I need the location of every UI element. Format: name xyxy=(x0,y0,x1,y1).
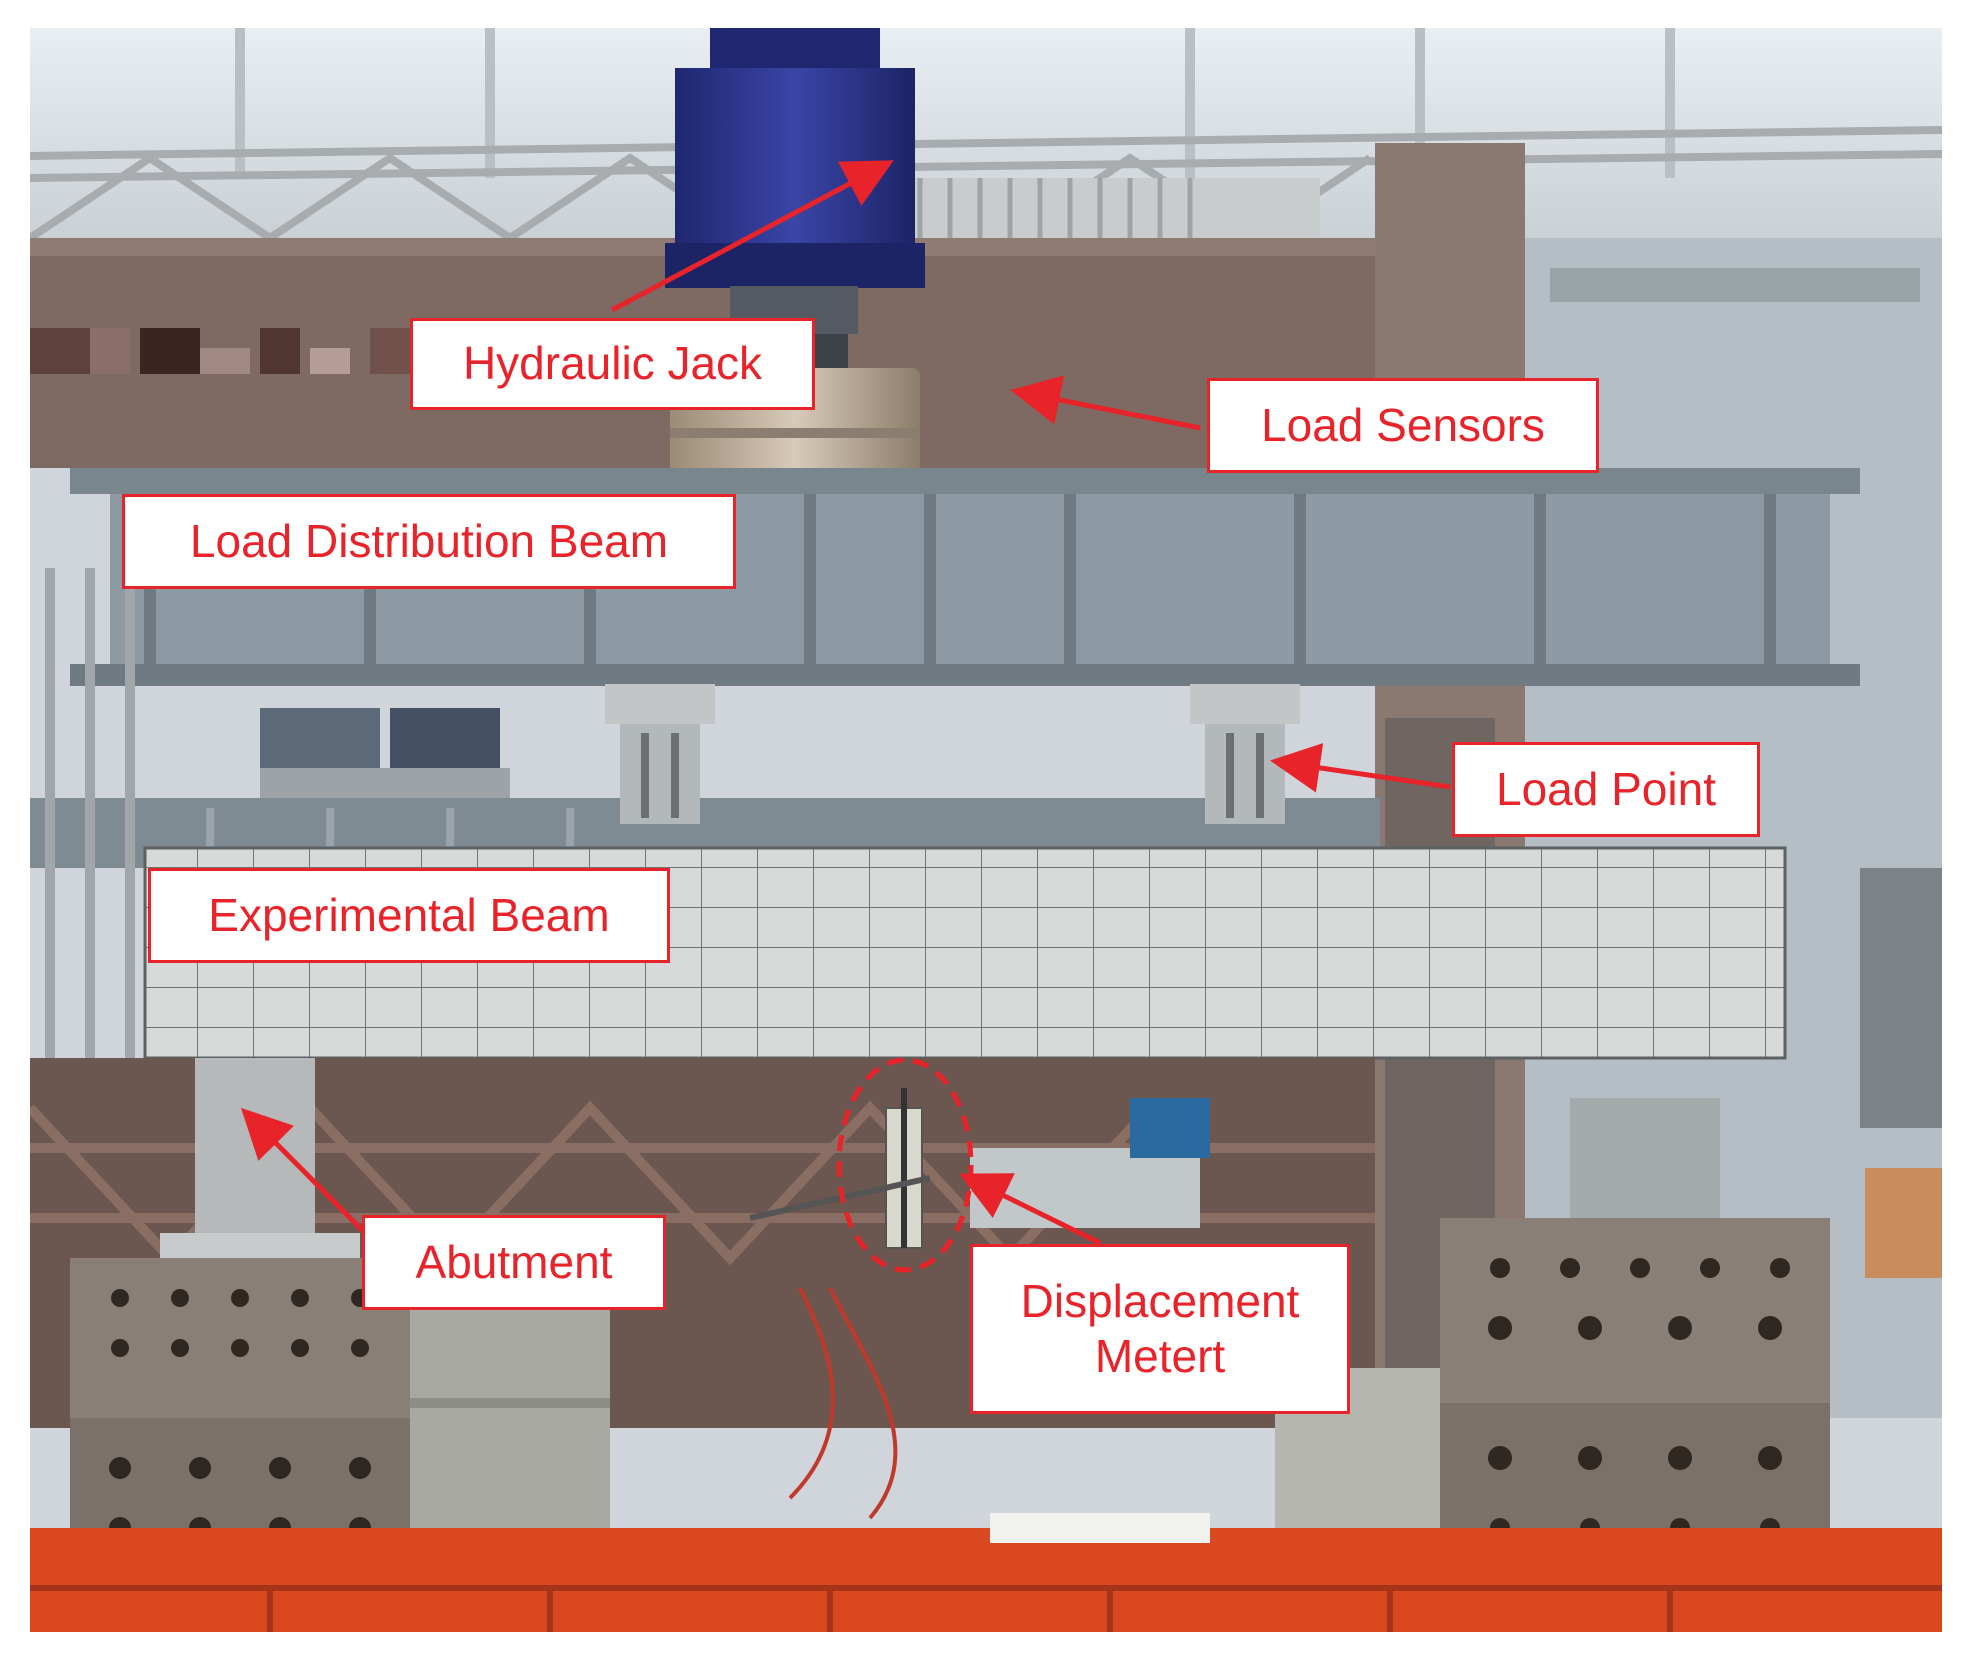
pixelated-logo xyxy=(30,328,410,374)
label-hydraulic-jack: Hydraulic Jack xyxy=(410,318,815,410)
label-displacement-meter-line2: Metert xyxy=(1094,1330,1226,1382)
label-load-distribution-beam: Load Distribution Beam xyxy=(122,494,736,589)
paper-sheet xyxy=(990,1513,1210,1543)
label-hydraulic-jack-text: Hydraulic Jack xyxy=(462,337,763,390)
roof-truss xyxy=(30,126,1942,243)
label-abutment-text: Abutment xyxy=(415,1235,613,1288)
label-abutment: Abutment xyxy=(362,1215,666,1310)
label-displacement-meter: Displacement Metert xyxy=(970,1244,1350,1414)
label-load-distribution-beam-text: Load Distribution Beam xyxy=(189,514,669,567)
load-point-right xyxy=(1190,684,1300,824)
label-load-point: Load Point xyxy=(1452,742,1760,837)
label-experimental-beam-text: Experimental Beam xyxy=(208,888,610,941)
label-load-sensors-text: Load Sensors xyxy=(1261,398,1545,451)
label-experimental-beam: Experimental Beam xyxy=(148,868,670,963)
load-point-left xyxy=(605,684,715,824)
label-load-sensors: Load Sensors xyxy=(1207,378,1599,473)
test-bed xyxy=(30,1528,1942,1632)
radiator-upper xyxy=(900,178,1320,248)
label-load-point-text: Load Point xyxy=(1496,762,1716,815)
label-displacement-meter-line1: Displacement xyxy=(1020,1274,1300,1327)
